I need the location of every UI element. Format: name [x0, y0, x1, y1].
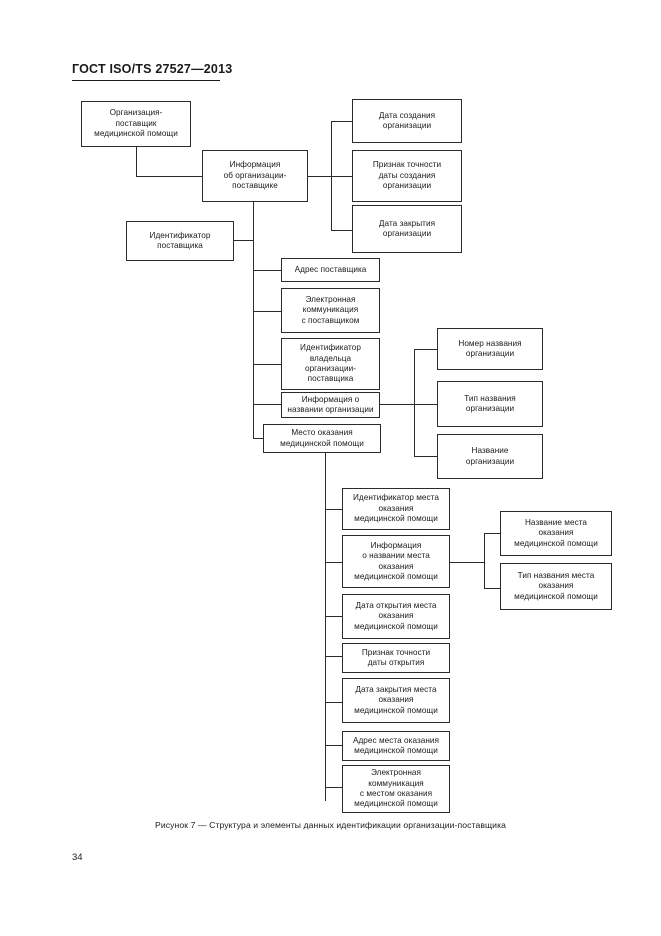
connector-to-place-close-date	[325, 702, 343, 703]
node-place-name-type-label: Тип названия места оказания медицинской …	[514, 570, 598, 601]
node-provider-address-label: Адрес поставщика	[294, 264, 367, 274]
node-org-info-label: Информация об организации- поставщике	[223, 160, 287, 191]
connector-org-provider-down	[136, 147, 137, 176]
connector-to-place-name-type	[484, 588, 501, 589]
node-provider-id-label: Идентификатор поставщика	[149, 230, 211, 250]
connector-to-place-id	[325, 509, 343, 510]
node-place-id-label: Идентификатор места оказания медицинской…	[353, 493, 439, 524]
node-place-address[interactable]: Адрес места оказания медицинской помощи	[342, 731, 450, 761]
node-place-open-accuracy[interactable]: Признак точности даты открытия	[342, 643, 450, 673]
node-place-name-label: Название места оказания медицинской помо…	[514, 517, 598, 548]
node-org-name-type[interactable]: Тип названия организации	[437, 381, 543, 427]
connector-to-place-open-date	[325, 616, 343, 617]
node-org-name-info[interactable]: Информация о названии организации	[281, 392, 380, 418]
figure-caption: Рисунок 7 — Структура и элементы данных …	[155, 820, 506, 830]
connector-to-org-name-number	[414, 349, 438, 350]
node-org-name[interactable]: Название организации	[437, 434, 543, 479]
connector-care-place-trunk	[325, 453, 326, 801]
node-place-name-info-label: Информация о названии места оказания мед…	[354, 540, 438, 581]
node-owner-id-label: Идентификатор владельца организации- пос…	[300, 343, 361, 384]
node-care-place-label: Место оказания медицинской помощи	[280, 428, 364, 448]
node-place-id[interactable]: Идентификатор места оказания медицинской…	[342, 488, 450, 530]
page-number: 34	[72, 852, 83, 863]
connector-to-place-open-accuracy	[325, 656, 343, 657]
node-place-address-label: Адрес места оказания медицинской помощи	[352, 735, 440, 755]
connector-place-name-bus	[484, 533, 485, 589]
node-place-name-info[interactable]: Информация о названии места оказания мед…	[342, 535, 450, 588]
connector-org-info-trunk	[253, 202, 254, 438]
node-place-open-accuracy-label: Признак точности даты открытия	[361, 647, 431, 667]
node-owner-id[interactable]: Идентификатор владельца организации- пос…	[281, 338, 380, 390]
connector-org-info-right	[307, 176, 332, 177]
node-org-create-date-label: Дата создания организации	[378, 110, 436, 130]
header-underline	[72, 80, 220, 81]
connector-to-owner-id	[253, 364, 281, 365]
node-place-name-type[interactable]: Тип названия места оказания медицинской …	[500, 563, 612, 610]
node-place-close-date[interactable]: Дата закрытия места оказания медицинской…	[342, 678, 450, 723]
document-header-standard-number: ГОСТ ISO/TS 27527—2013	[72, 62, 233, 76]
connector-org-name-info-right	[380, 404, 415, 405]
connector-to-org-name	[414, 456, 438, 457]
node-place-open-date[interactable]: Дата открытия места оказания медицинской…	[342, 594, 450, 639]
node-org-name-type-label: Тип названия организации	[464, 393, 516, 413]
connector-to-provider-ecomm	[253, 311, 281, 312]
connector-to-org-create-accuracy	[331, 176, 353, 177]
connector-to-org-close-date	[331, 230, 353, 231]
connector-to-provider-id	[233, 240, 254, 241]
node-org-close-date[interactable]: Дата закрытия организации	[352, 205, 462, 253]
connector-to-place-name-info	[325, 562, 343, 563]
node-org-name-number-label: Номер названия организации	[458, 338, 522, 358]
connector-to-place-name	[484, 533, 501, 534]
node-org-name-info-label: Информация о названии организации	[287, 394, 374, 414]
connector-to-org-name-info	[253, 404, 281, 405]
node-place-name[interactable]: Название места оказания медицинской помо…	[500, 511, 612, 556]
node-place-close-date-label: Дата закрытия места оказания медицинской…	[354, 684, 438, 715]
connector-to-org-create-date	[331, 121, 353, 122]
connector-to-org-name-type	[414, 404, 438, 405]
node-org-name-label: Название организации	[465, 446, 515, 466]
connector-org-provider-to-info	[136, 176, 202, 177]
node-org-create-accuracy[interactable]: Признак точности даты создания организац…	[352, 150, 462, 202]
node-org-provider-label: Организация- поставщик медицинской помощ…	[94, 108, 178, 139]
node-place-ecomm-label: Электронная коммуникация с местом оказан…	[354, 768, 438, 809]
node-place-open-date-label: Дата открытия места оказания медицинской…	[354, 600, 438, 631]
node-org-create-accuracy-label: Признак точности даты создания организац…	[372, 160, 442, 191]
node-provider-address[interactable]: Адрес поставщика	[281, 258, 380, 282]
node-org-name-number[interactable]: Номер названия организации	[437, 328, 543, 370]
node-care-place[interactable]: Место оказания медицинской помощи	[263, 424, 381, 453]
node-org-info[interactable]: Информация об организации- поставщике	[202, 150, 308, 202]
connector-to-care-place	[253, 438, 267, 439]
connector-place-name-info-right	[449, 562, 485, 563]
connector-to-place-ecomm	[325, 787, 343, 788]
node-place-ecomm[interactable]: Электронная коммуникация с местом оказан…	[342, 765, 450, 813]
node-provider-id[interactable]: Идентификатор поставщика	[126, 221, 234, 261]
node-provider-ecomm-label: Электронная коммуникация с поставщиком	[301, 294, 360, 325]
node-org-create-date[interactable]: Дата создания организации	[352, 99, 462, 143]
node-provider-ecomm[interactable]: Электронная коммуникация с поставщиком	[281, 288, 380, 333]
connector-org-name-bus	[414, 349, 415, 457]
connector-to-provider-address	[253, 270, 281, 271]
node-org-provider[interactable]: Организация- поставщик медицинской помощ…	[81, 101, 191, 147]
node-org-close-date-label: Дата закрытия организации	[378, 218, 436, 238]
connector-to-place-address	[325, 745, 343, 746]
